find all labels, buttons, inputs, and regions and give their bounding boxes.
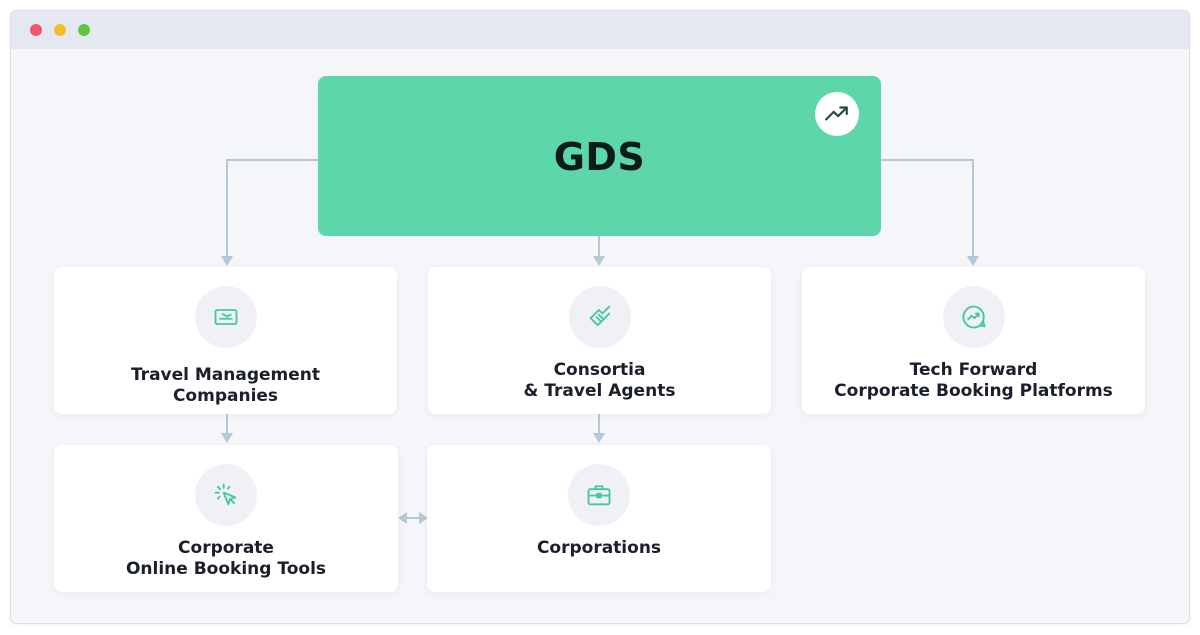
node-label: Travel Management Companies xyxy=(54,365,397,407)
node-label: Consortia & Travel Agents xyxy=(428,360,771,402)
node-label-line1: Travel Management xyxy=(130,365,321,385)
briefcase-icon xyxy=(568,464,630,526)
node-label-line1: Corporate xyxy=(178,538,274,558)
node-label: Corporate Online Booking Tools xyxy=(54,538,398,580)
node-corporate-online-booking-tools: Corporate Online Booking Tools xyxy=(54,445,398,592)
node-label-line2: Corporate Booking Platforms xyxy=(834,381,1113,401)
node-label-line1: Tech Forward xyxy=(909,360,1038,380)
node-label-line1: Corporations xyxy=(536,538,662,558)
flight-ticket-icon xyxy=(194,286,257,348)
minimize-window-button[interactable] xyxy=(54,24,66,36)
node-label-line2: & Travel Agents xyxy=(523,381,676,401)
node-label-line1: Consortia xyxy=(553,360,646,380)
node-consortia-travel-agents: Consortia & Travel Agents xyxy=(428,267,771,414)
chart-chat-icon xyxy=(942,286,1005,348)
cursor-click-icon xyxy=(195,464,257,526)
node-travel-management-companies: Travel Management Companies xyxy=(54,267,397,414)
node-corporations: Corporations xyxy=(427,445,771,592)
window-titlebar xyxy=(11,11,1189,49)
node-label-line2: Companies xyxy=(172,386,279,406)
node-label: Tech Forward Corporate Booking Platforms xyxy=(802,360,1145,402)
handshake-icon xyxy=(568,286,631,348)
node-label-line2: Online Booking Tools xyxy=(125,559,327,579)
node-tech-forward-platforms: Tech Forward Corporate Booking Platforms xyxy=(802,267,1145,414)
gds-node: GDS xyxy=(318,76,881,236)
trending-up-icon xyxy=(815,92,859,136)
gds-title: GDS xyxy=(553,135,646,179)
maximize-window-button[interactable] xyxy=(78,24,90,36)
node-label: Corporations xyxy=(427,538,771,559)
close-window-button[interactable] xyxy=(30,24,42,36)
